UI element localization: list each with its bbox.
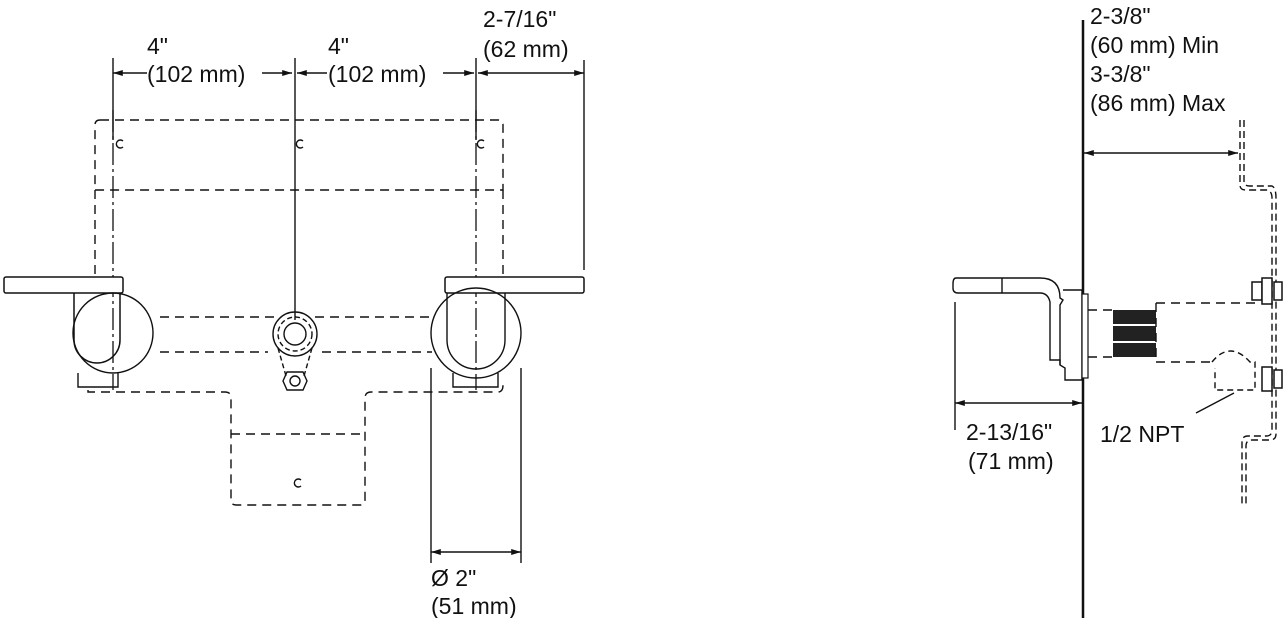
dim-right-inch: 2-7/16" xyxy=(483,6,557,32)
dim-left-inch: 4" xyxy=(147,33,168,59)
callout-npt: 1/2 NPT xyxy=(1100,421,1185,447)
dim-center-inch: 4" xyxy=(328,33,349,59)
dim-wall-max-inch: 3-3/8" xyxy=(1090,61,1151,87)
dim-right-mm: (62 mm) xyxy=(483,36,569,62)
dim-diameter-mm: (51 mm) xyxy=(431,593,517,618)
dim-center-mm: (102 mm) xyxy=(328,61,427,87)
dim-projection-mm: (71 mm) xyxy=(968,448,1054,474)
dim-diameter-inch: Ø 2" xyxy=(431,565,477,591)
dim-wall-min-mm: (60 mm) Min xyxy=(1090,32,1220,58)
dim-wall-min-inch: 2-3/8" xyxy=(1090,3,1151,29)
dim-left-mm: (102 mm) xyxy=(147,61,246,87)
side-view xyxy=(952,20,1283,618)
front-view xyxy=(3,58,585,563)
dim-projection-inch: 2-13/16" xyxy=(966,419,1053,445)
dim-wall-max-mm: (86 mm) Max xyxy=(1090,90,1226,116)
